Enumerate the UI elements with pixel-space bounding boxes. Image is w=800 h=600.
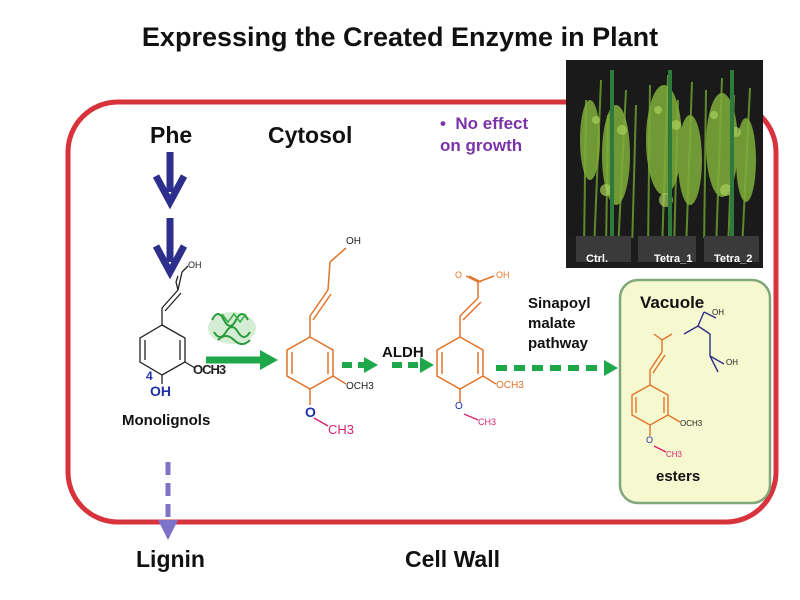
growth-note-text1: No effect <box>455 114 529 133</box>
aldh-label: ALDH <box>382 344 424 361</box>
sinapoyl-label: Sinapoyl malate pathway <box>528 294 591 354</box>
sinapoyl-line3: pathway <box>528 335 589 352</box>
phe-label: Phe <box>150 122 193 148</box>
methylated-ch3-label: CH3 <box>328 422 355 437</box>
growth-note-line1: • No effect <box>440 113 528 135</box>
methylated-och3-label: OCH3 <box>346 381 374 392</box>
phe-arrow-2 <box>152 218 188 280</box>
ester-och3-label: OCH3 <box>680 419 703 428</box>
acid-o-methoxy-label: O <box>455 401 463 412</box>
sinapoyl-arrow <box>496 360 618 376</box>
growth-note-text2: on growth <box>440 136 523 155</box>
plant-photo: Ctrl. Tetra_1 Tetra_2 <box>566 60 763 268</box>
ester-ch3-label: CH3 <box>666 450 683 459</box>
cell-boundary <box>65 99 779 525</box>
monolignol-oh-label: OH <box>188 260 202 270</box>
enzyme-arrow <box>206 350 278 370</box>
monolignol-hydroxyl-label: OH <box>150 383 171 399</box>
ester-o-label: O <box>646 435 654 445</box>
lignin-dashed-arrow <box>158 462 178 540</box>
cell-wall-label: Cell Wall <box>405 546 500 572</box>
page-title: Expressing the Created Enzyme in Plant <box>141 22 659 52</box>
monolignol-structure <box>139 265 196 384</box>
acid-o-label: O <box>455 270 463 280</box>
photo-caption-ctrl: Ctrl. <box>586 253 608 265</box>
acid-ch3-label: CH3 <box>478 417 497 427</box>
ester-oh-top-label: OH <box>712 308 724 317</box>
acid-structure <box>436 275 497 402</box>
bullet-icon: • <box>440 114 446 133</box>
acid-och3-label: OCH3 <box>496 380 524 391</box>
monolignols-label: Monolignols <box>122 412 211 429</box>
vacuole-label: Vacuole <box>640 293 705 312</box>
photo-caption-tetra2: Tetra_2 <box>714 253 753 265</box>
ester-oh-bottom-label: OH <box>726 358 738 367</box>
lignin-label: Lignin <box>136 546 205 572</box>
growth-note: • No effect on growth <box>440 113 528 157</box>
methylated-monolignol-structure <box>286 247 347 405</box>
monolignol-och3-label: OCH3 <box>193 362 226 377</box>
photo-caption-tetra1: Tetra_1 <box>654 253 693 265</box>
cytosol-label: Cytosol <box>268 122 353 148</box>
enzyme-protein-icon <box>208 312 256 345</box>
position-4-label: 4 <box>146 369 153 383</box>
acid-methoxy-bond <box>463 413 479 421</box>
plant-photo-drawing <box>566 60 763 268</box>
methylated-oh-label: OH <box>346 236 361 247</box>
acid-oh-label: OH <box>496 270 510 280</box>
esters-label: esters <box>656 468 701 485</box>
sinapoyl-line1: Sinapoyl <box>528 295 591 312</box>
methoxy-bond <box>313 417 329 427</box>
aldh-arrow <box>392 357 434 373</box>
phe-arrow-1 <box>152 152 188 210</box>
methylated-o-label: O <box>305 404 316 420</box>
sinapoyl-line2: malate <box>528 315 576 332</box>
ester-structure <box>631 311 725 453</box>
dashed-arrow-1 <box>342 357 378 373</box>
